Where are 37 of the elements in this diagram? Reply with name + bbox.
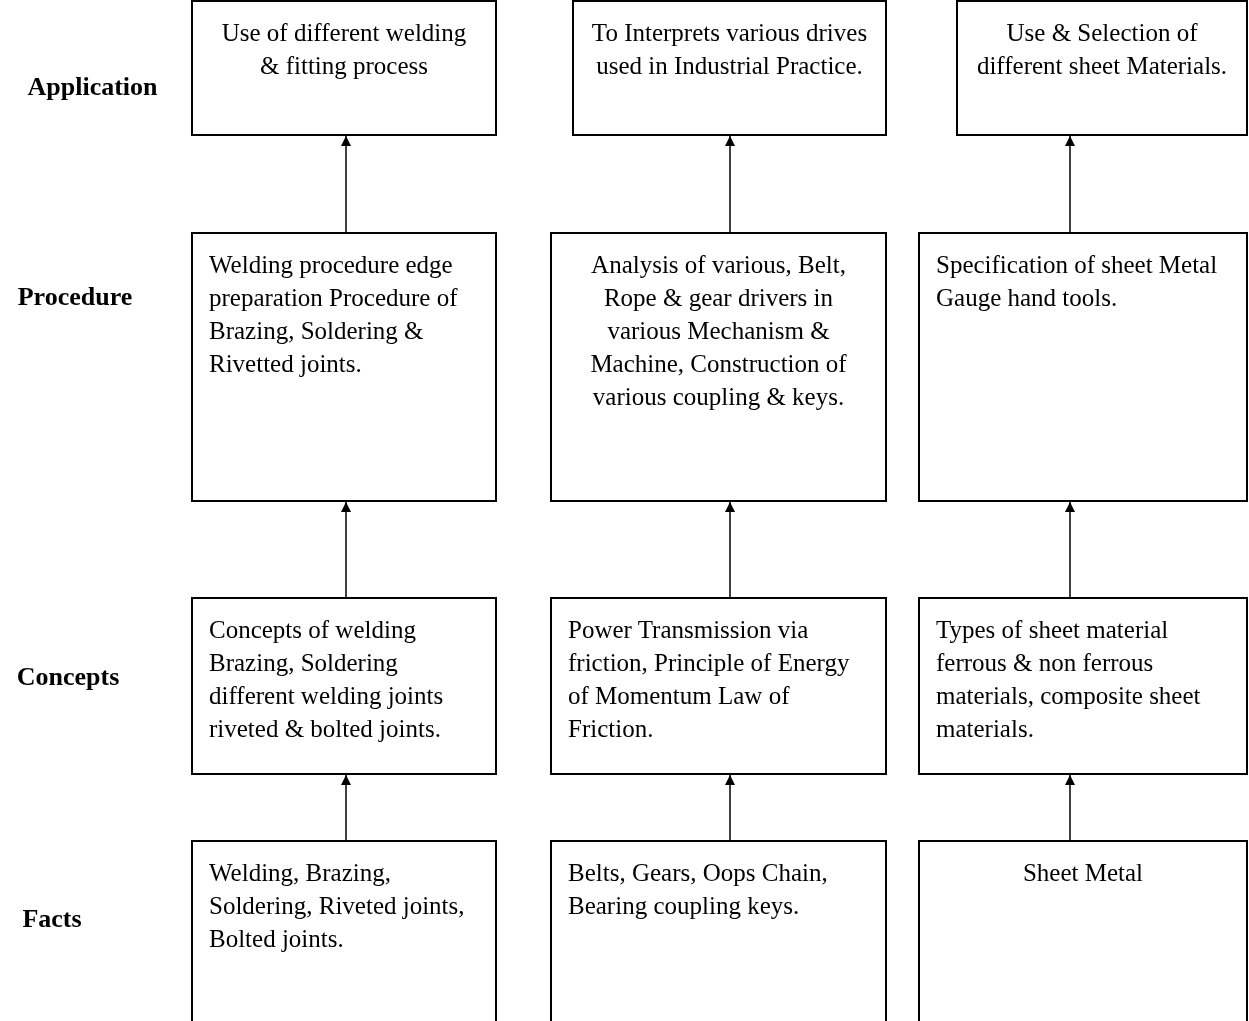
box-text: Use & Selection of different sheet Materials. <box>975 18 1229 81</box>
text-box <box>191 597 497 775</box>
arrow <box>1065 774 1075 841</box>
text-box <box>550 597 887 775</box>
arrow <box>341 774 351 841</box>
text-box <box>918 232 1248 502</box>
text-box <box>918 597 1248 775</box>
text-box <box>191 0 497 136</box>
box-text: Analysis of various, Belt, Rope & gear drivers in various Mechanism & Machine, Construction of various coupling & keys. <box>589 250 848 412</box>
arrow <box>341 501 351 598</box>
row-label: Concepts <box>15 661 121 693</box>
box-text: Concepts of welding Brazing, Soldering different welding joints riveted & bolted joints. <box>209 615 445 744</box>
arrow <box>725 135 735 233</box>
arrow <box>1065 135 1075 233</box>
arrow <box>341 135 351 233</box>
box-text: Specification of sheet Metal Gauge hand tools. <box>936 250 1219 313</box>
text-box <box>550 232 887 502</box>
box-text: Use of different welding & fitting process <box>220 18 468 81</box>
text-box <box>572 0 887 136</box>
arrow <box>725 501 735 598</box>
text-box <box>550 840 887 1021</box>
box-text: Belts, Gears, Oops Chain, Bearing coupling keys. <box>568 858 829 921</box>
row-label: Procedure <box>16 281 134 313</box>
box-text: Welding, Brazing, Soldering, Riveted joints, Bolted joints. <box>209 858 466 954</box>
text-box <box>918 840 1248 1021</box>
arrow <box>725 774 735 841</box>
row-label: Application <box>26 71 159 103</box>
arrow <box>1065 501 1075 598</box>
box-text: Welding procedure edge preparation Procedure of Brazing, Soldering & Rivetted joints. <box>209 250 459 379</box>
text-box <box>191 840 497 1021</box>
box-text: To Interprets various drives used in Industrial Practice. <box>590 18 869 81</box>
text-box <box>956 0 1248 136</box>
box-text: Sheet Metal <box>1021 858 1145 888</box>
text-box <box>191 232 497 502</box>
row-label: Facts <box>21 903 83 935</box>
box-text: Types of sheet material ferrous & non ferrous materials, composite sheet materials. <box>936 615 1202 744</box>
box-text: Power Transmission via friction, Principle of Energy of Momentum Law of Friction. <box>568 615 851 744</box>
